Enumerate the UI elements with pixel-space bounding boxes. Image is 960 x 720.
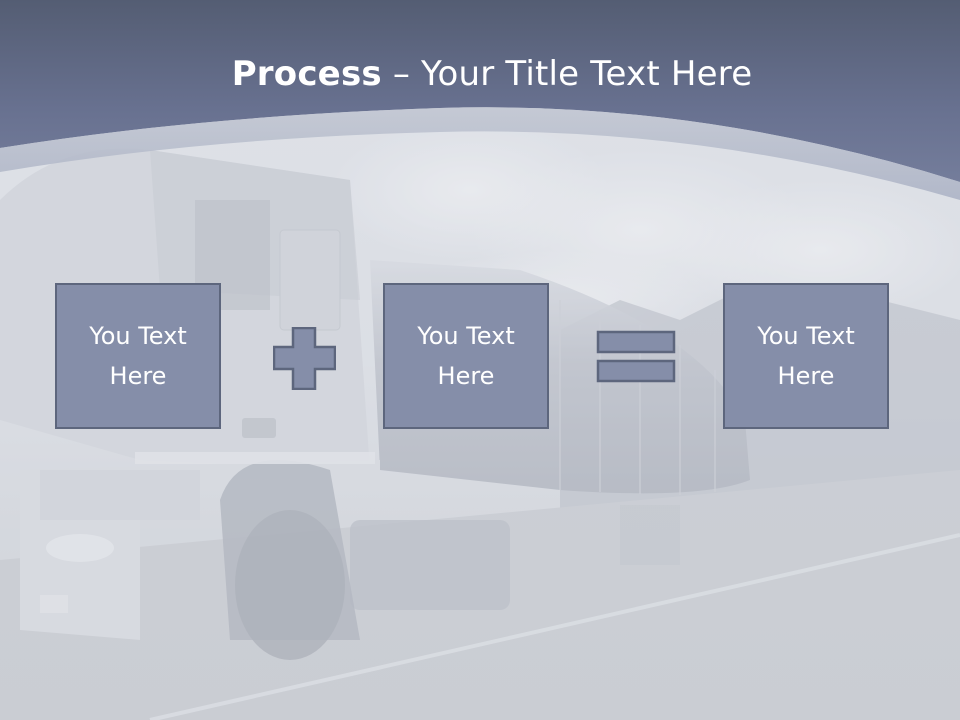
title-rest: – Your Title Text Here <box>381 54 753 94</box>
process-box-1[interactable]: You Text Here <box>55 283 221 429</box>
process-box-3[interactable]: You Text Here <box>723 283 889 429</box>
plus-icon <box>273 327 336 390</box>
equals-icon <box>596 330 676 383</box>
process-box-1-label: You Text Here <box>89 322 187 390</box>
process-box-2-label: You Text Here <box>417 322 515 390</box>
slide-title: Process – Your Title Text Here <box>0 52 960 96</box>
process-box-2[interactable]: You Text Here <box>383 283 549 429</box>
process-box-3-label: You Text Here <box>757 322 855 390</box>
title-bold: Process <box>231 54 382 94</box>
